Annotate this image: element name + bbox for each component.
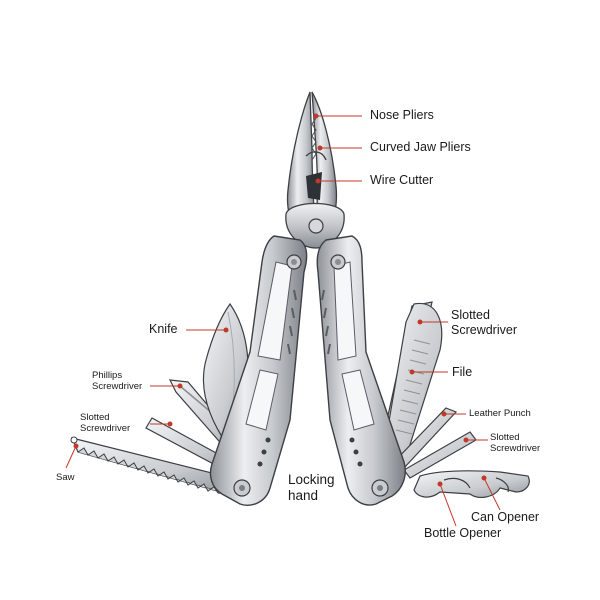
label-slotted-screwdriver-right-small: Slotted Screwdriver [490, 432, 540, 454]
saw-teeth [77, 447, 229, 495]
label-locking-line2: hand [288, 487, 319, 503]
saw-blade [70, 436, 233, 495]
label-locking-line1: Locking [288, 472, 335, 487]
label-slotted-screwdriver-right-large: Slotted Screwdriver [451, 308, 517, 338]
label-leather-punch: Leather Punch [469, 408, 531, 419]
label-slotted-screwdriver-left: Slotted Screwdriver [80, 412, 130, 434]
label-wire-cutter: Wire Cutter [370, 173, 434, 187]
label-curved-jaw-pliers: Curved Jaw Pliers [370, 140, 471, 154]
label-phillips-line1: Phillips [92, 370, 123, 381]
left-handle [209, 235, 308, 506]
label-phillips-screwdriver: Phillips Screwdriver [92, 370, 142, 392]
bottle-can-opener-tool [413, 470, 530, 498]
callout-lines [65, 113, 501, 527]
label-saw: Saw [56, 472, 75, 483]
label-bottle-opener: Bottle Opener [424, 526, 502, 540]
label-can-opener: Can Opener [471, 510, 540, 524]
label-slotted-right-large-line2: Screwdriver [451, 322, 517, 337]
label-slotted-left-line1: Slotted [80, 412, 110, 423]
callout-line-bottle-opener [439, 483, 457, 527]
label-slotted-right-small-line1: Slotted [490, 432, 520, 443]
label-file: File [452, 365, 473, 379]
label-slotted-right-small-line2: Screwdriver [490, 443, 541, 455]
label-nose-pliers: Nose Pliers [370, 108, 434, 122]
slotted-screwdriver-right-small-tool [403, 431, 477, 479]
label-slotted-right-large-line1: Slotted [451, 308, 490, 322]
callout-line-saw [65, 445, 77, 469]
label-knife: Knife [149, 322, 178, 336]
label-phillips-line2: Screwdriver [92, 381, 143, 393]
label-slotted-left-line2: Screwdriver [80, 423, 131, 435]
label-locking-hand: Locking hand [288, 472, 335, 504]
right-handle [316, 235, 406, 506]
callout-line-can-opener [483, 477, 501, 511]
